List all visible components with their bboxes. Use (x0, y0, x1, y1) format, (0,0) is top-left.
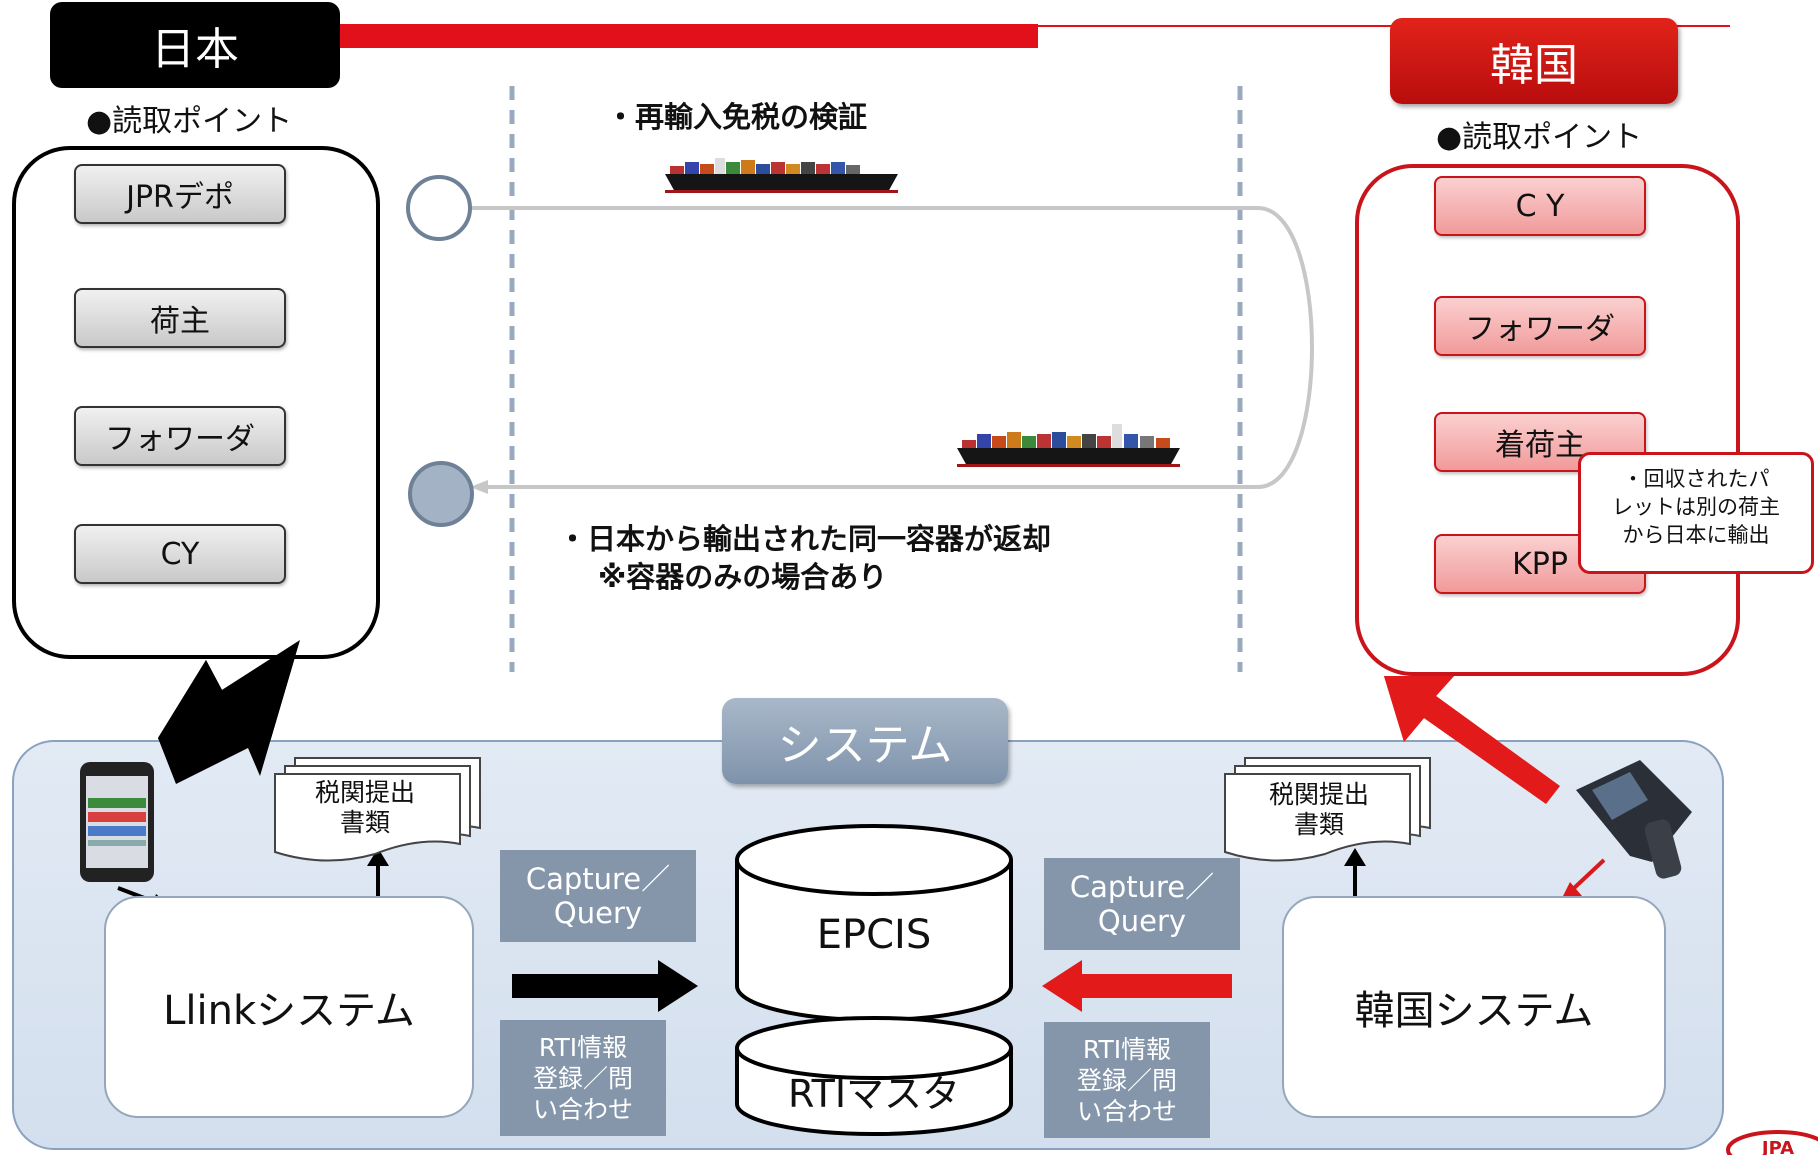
korea-step-cy: C Y (1434, 176, 1646, 236)
rti-info-label-left: RTI情報 登録／問 い合わせ (500, 1020, 666, 1136)
callout-line: から日本に輸出 (1622, 523, 1770, 547)
customs-docs-line: 書類 (1293, 810, 1344, 839)
rti-info-line: 登録／問 (1076, 1065, 1177, 1095)
return-note-line-2: ※容器のみの場合あり (598, 560, 888, 594)
route-end-circle (408, 461, 474, 527)
outbound-note: ・再輸入免税の検証 (606, 100, 868, 134)
route-start-circle (406, 175, 472, 241)
japan-step-cy: CY (74, 524, 286, 584)
japan-step-shipper: 荷主 (74, 288, 286, 348)
return-note-line-1: ・日本から輸出された同一容器が返却 (558, 522, 1052, 556)
route-loop-line (470, 206, 1314, 489)
container-ship-icon-2 (957, 424, 1180, 467)
customs-docs-line: 書類 (339, 808, 390, 837)
japan-step-jpr-depot: JPRデポ (74, 164, 286, 224)
korea-system-box: 韓国システム (1282, 896, 1666, 1118)
jpa-logo-text: JPA (1761, 1138, 1795, 1155)
top-line (338, 24, 1038, 48)
customs-docs-label-left: 税関提出 書類 (290, 778, 440, 838)
customs-docs-line: 税関提出 (1268, 780, 1369, 809)
llink-system-box: Llinkシステム (104, 896, 474, 1118)
korea-label: 韓国 (1390, 18, 1678, 104)
capture-query-line: Query (553, 896, 643, 930)
rti-info-label-right: RTI情報 登録／問 い合わせ (1044, 1022, 1210, 1138)
callout-line: レットは別の荷主 (1612, 495, 1780, 519)
system-title: システム (722, 698, 1008, 784)
container-ship-icon-1 (665, 158, 898, 193)
callout-line: ・回収されたパ (1622, 467, 1770, 491)
rti-master-label: RTIマスタ (787, 1071, 961, 1116)
capture-query-line: Capture／ (1069, 870, 1215, 904)
japan-label: 日本 (50, 2, 340, 88)
capture-query-line: Capture／ (525, 862, 671, 896)
capture-query-line: Query (1097, 904, 1187, 938)
korea-step-forwarder: フォワーダ (1434, 296, 1646, 356)
rti-info-line: RTI情報 (538, 1032, 628, 1062)
rti-info-line: 登録／問 (532, 1063, 633, 1093)
japan-read-points-label: ●読取ポイント (86, 104, 293, 139)
jpa-logo (1726, 1130, 1818, 1155)
customs-docs-line: 税関提出 (314, 778, 415, 807)
japan-step-forwarder: フォワーダ (74, 406, 286, 466)
route-arrowhead (470, 480, 488, 494)
pallet-return-callout: ・回収されたパ レットは別の荷主 から日本に輸出 (1578, 452, 1814, 574)
epcis-label: EPCIS (816, 912, 932, 958)
capture-query-label-left: Capture／ Query (500, 850, 696, 942)
capture-query-label-right: Capture／ Query (1044, 858, 1240, 950)
customs-docs-label-right: 税関提出 書類 (1244, 780, 1394, 840)
rti-info-line: い合わせ (532, 1094, 633, 1124)
korea-read-points-label: ●読取ポイント (1436, 120, 1643, 155)
rti-info-line: い合わせ (1076, 1096, 1177, 1126)
rti-info-line: RTI情報 (1082, 1034, 1172, 1064)
